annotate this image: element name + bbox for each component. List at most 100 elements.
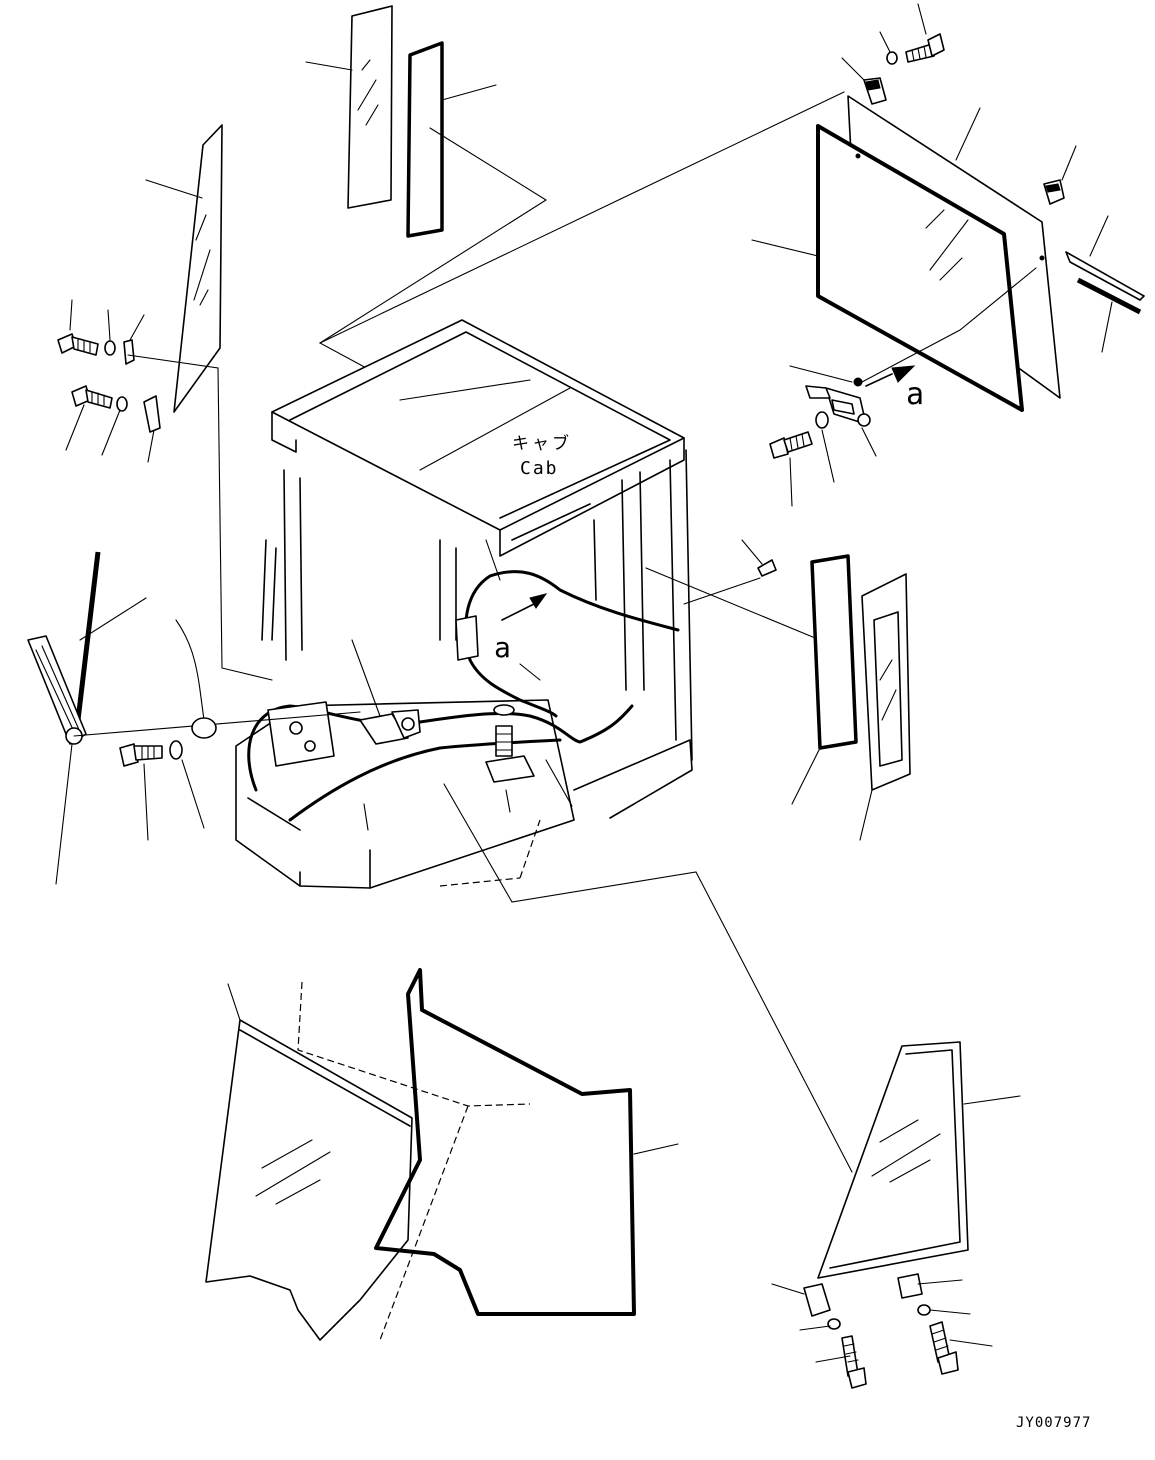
leader-line (633, 1143, 679, 1155)
rear-wiper-motor (359, 709, 421, 745)
door-upper-glass-seal (374, 968, 636, 1316)
front-pillar (621, 471, 645, 691)
mount-plate (485, 755, 535, 783)
wiring-harness (468, 658, 558, 718)
roof-edge (289, 331, 671, 519)
leader-line (841, 57, 865, 81)
drawing-number: JY007977 (1016, 1415, 1092, 1431)
leader-line (789, 427, 877, 507)
washer (116, 396, 128, 412)
mount-hole (855, 153, 861, 159)
glass-clip (1043, 179, 1065, 205)
leader-line (55, 743, 73, 885)
hex-bolt (71, 385, 113, 409)
leader-line (879, 31, 891, 53)
quarter-glass-group (771, 1041, 1021, 1389)
view-arrow-head (891, 365, 916, 383)
glass-reflection-mark (871, 1119, 941, 1183)
upper-side-glass (347, 5, 393, 209)
view-line (861, 267, 1037, 383)
view-a-label-top-right: a (906, 377, 925, 412)
view-arrow-line (865, 373, 893, 387)
front-lower-panel (573, 739, 693, 819)
left-rear-glass (173, 124, 223, 413)
leader-line (441, 84, 497, 101)
washer (169, 740, 183, 760)
body-edge (247, 797, 371, 889)
washer (104, 340, 116, 356)
leader-line (73, 711, 361, 737)
front-pillar (669, 449, 693, 761)
hex-bolt (57, 333, 99, 356)
washer (827, 1318, 841, 1330)
hex-bolt (841, 1335, 867, 1389)
cab-body (235, 319, 853, 1173)
leader-line (69, 299, 145, 341)
mount-hole (1039, 255, 1045, 261)
front-wiper-arm (1065, 251, 1145, 301)
rear-wiper-group (27, 551, 361, 885)
quarter-glass-clip (803, 1283, 831, 1317)
quarter-glass (817, 1041, 969, 1279)
leader-line (305, 61, 353, 71)
door-frame (511, 503, 597, 601)
mount-bolt (493, 704, 515, 757)
leader-line (145, 179, 203, 199)
washer (815, 411, 829, 429)
bracket (143, 395, 161, 433)
leader-line (789, 365, 853, 383)
leader-line (751, 239, 819, 257)
glass-reflection-mark (255, 1139, 331, 1205)
bracket-hole (289, 721, 303, 735)
glass-clip-shade (1045, 183, 1061, 193)
leader-line (485, 539, 501, 581)
hex-bolt (929, 1321, 959, 1375)
leader-line (65, 404, 155, 463)
rear-pillar (283, 469, 303, 661)
leader-line (363, 759, 573, 831)
door-glass-edge (239, 1029, 411, 1127)
leader-line (683, 577, 761, 605)
leader-line (127, 354, 273, 681)
leader-line (143, 759, 205, 841)
center-pillar (439, 539, 457, 641)
wiper-motor-assembly (805, 377, 871, 427)
right-side-glass-inner (873, 611, 903, 767)
glass-reflection-mark (879, 659, 897, 721)
leader-line (771, 1283, 851, 1363)
front-wiper-blade (1076, 277, 1142, 315)
rear-wiper-blade (75, 551, 101, 721)
glass-reflection-mark (193, 214, 211, 306)
quarter-glass-edge (829, 1049, 961, 1269)
upper-side-glass-group (305, 5, 548, 371)
leader-line (79, 597, 147, 641)
leader-line (917, 3, 927, 35)
wiper-bracket (267, 701, 335, 767)
washer (886, 51, 898, 65)
leader-line (319, 91, 845, 344)
wiring-harness (464, 570, 680, 662)
glass-reflection-mark (925, 209, 969, 281)
wiring-harness (288, 738, 562, 822)
roof-lip (499, 437, 685, 557)
hex-bolt (769, 431, 813, 459)
door-glass-group (205, 968, 679, 1341)
leader-line (1089, 215, 1113, 353)
leader-line (963, 1095, 1021, 1105)
view-a-label-center: a (494, 631, 511, 664)
leader-line (791, 747, 873, 841)
pin-bolt (741, 539, 777, 577)
front-glass-seal (816, 124, 1024, 412)
right-side-glass-group (791, 554, 911, 841)
front-glass-group (319, 3, 1145, 507)
roof-lip (271, 411, 297, 453)
glass-clip-shade (865, 79, 881, 91)
leader-line (1061, 145, 1077, 181)
hex-bolt (905, 33, 945, 63)
upper-side-glass-seal (406, 41, 444, 238)
door-lower-glass (205, 1019, 413, 1341)
seal-washer (123, 339, 135, 365)
washer-hose (175, 619, 205, 721)
